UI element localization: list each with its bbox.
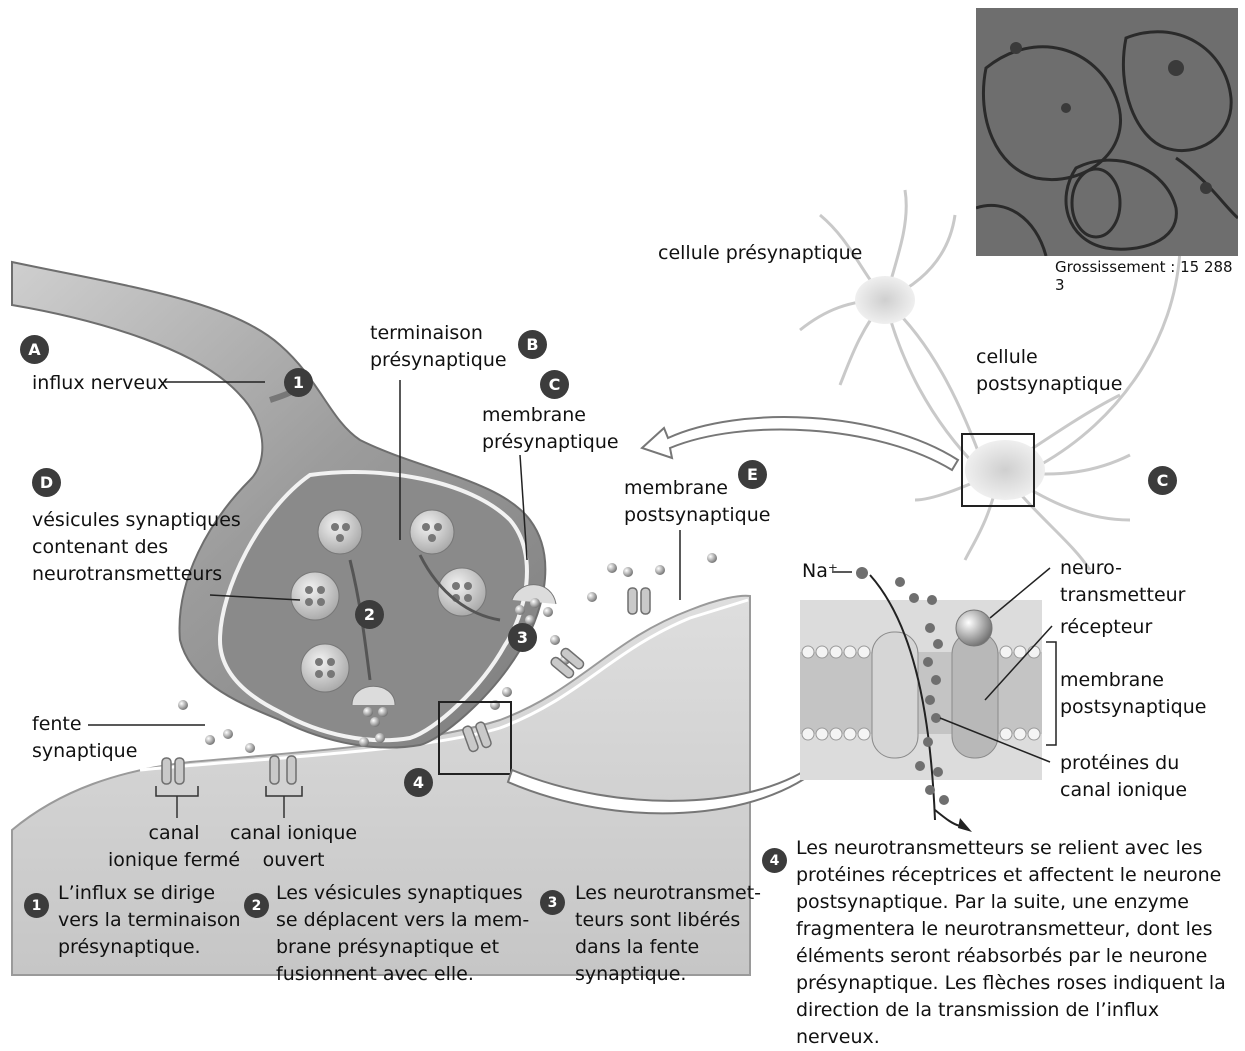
caption-1: L’influx se dirige vers la terminaison p… <box>58 880 241 961</box>
label-terminaison: terminaison présynaptique <box>370 320 507 374</box>
transmission-arrow-upper <box>642 417 958 470</box>
caption-2: Les vésicules synaptiques se déplacent v… <box>276 880 529 988</box>
caption-badge-4: 4 <box>762 848 787 873</box>
label-neurotransmetteur: neuro- transmetteur <box>1060 555 1186 609</box>
label-cellule-post: cellule postsynaptique <box>976 344 1122 398</box>
badge-d: D <box>32 468 61 497</box>
label-na: Na⁺ <box>802 558 838 585</box>
caption-badge-2: 2 <box>244 893 269 918</box>
step-badge-1: 1 <box>284 368 313 397</box>
label-influx-nerveux: influx nerveux <box>32 370 168 397</box>
step-badge-3: 3 <box>508 623 537 652</box>
magnification-label: Grossissement : 15 288 3 <box>1055 258 1245 294</box>
caption-4: Les neurotransmetteurs se relient avec l… <box>796 835 1245 1051</box>
label-canal-ferme: canal ionique fermé <box>108 820 240 874</box>
electron-micrograph <box>976 8 1238 256</box>
label-cellule-pre: cellule présynaptique <box>658 240 862 267</box>
badge-a: A <box>20 335 49 364</box>
label-membrane-pre: membrane présynaptique <box>482 402 619 456</box>
caption-3: Les neurotransmet- teurs sont libérés da… <box>575 880 761 988</box>
label-proteines: protéines du canal ionique <box>1060 750 1187 804</box>
label-fente: fente synaptique <box>32 711 137 765</box>
label-membrane-post: membrane postsynaptique <box>624 475 770 529</box>
badge-c-neuron: C <box>1148 466 1177 495</box>
label-canal-ouvert: canal ionique ouvert <box>230 820 357 874</box>
caption-badge-1: 1 <box>24 893 49 918</box>
label-membrane-post-inset: membrane postsynaptique <box>1060 667 1206 721</box>
label-recepteur: récepteur <box>1060 614 1152 641</box>
caption-badge-3: 3 <box>540 890 565 915</box>
membrane-inset <box>800 567 1042 832</box>
badge-c: C <box>540 370 569 399</box>
step-badge-2: 2 <box>355 600 384 629</box>
badge-b: B <box>518 330 547 359</box>
label-vesicules: vésicules synaptiques contenant des neur… <box>32 507 241 588</box>
step-badge-4: 4 <box>404 768 433 797</box>
